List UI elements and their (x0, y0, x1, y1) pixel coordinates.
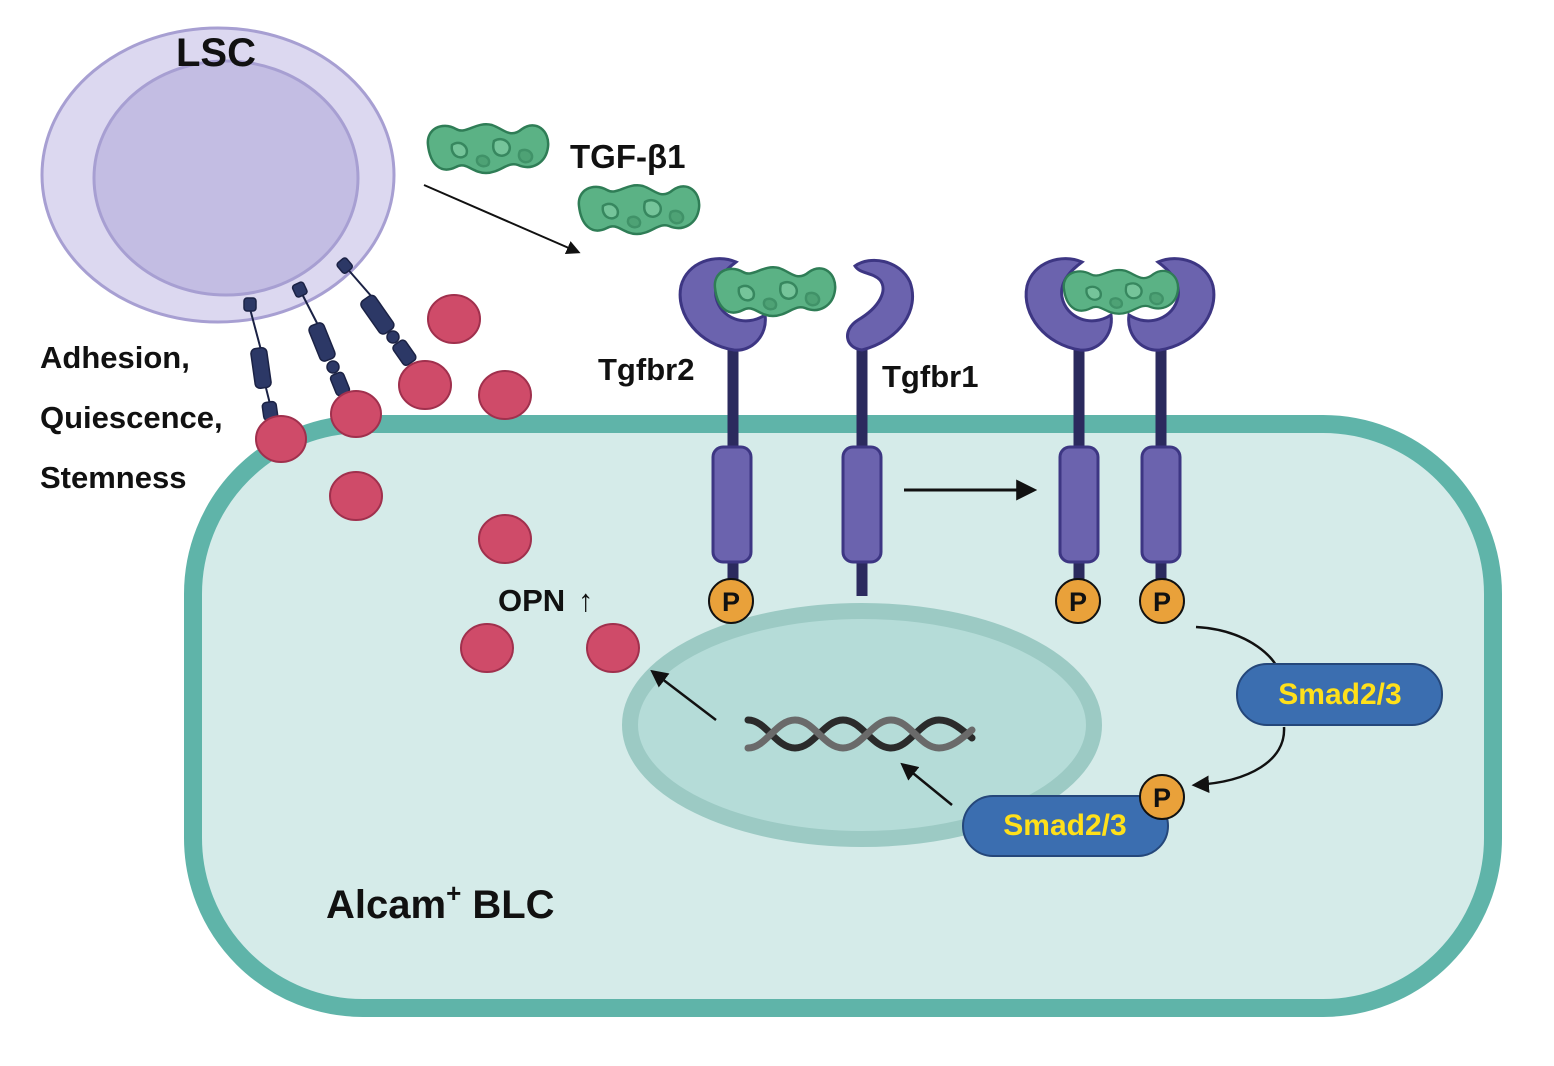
smad23-phosphorylated: Smad2/3 P (962, 774, 1185, 857)
opn-particle-icon (586, 623, 640, 673)
stemness-label: Stemness (40, 460, 186, 495)
tgfbr2-label: Tgfbr2 (598, 352, 694, 387)
alcam-label-sup: + (446, 878, 461, 908)
tgfbr2-receptor-right (1024, 257, 1113, 590)
lsc-cell (40, 26, 396, 324)
smad-phosphorylation-arrow (1191, 726, 1286, 793)
phosphate-icon: P (708, 578, 754, 624)
opn-particle-icon (460, 623, 514, 673)
tgf-label: TGF-β1 (570, 138, 685, 175)
smad-to-dna-arrow (900, 762, 953, 806)
opn-label: OPN (498, 583, 565, 618)
lsc-nucleus (92, 59, 360, 297)
lsc-label: LSC (176, 31, 256, 75)
adhesion-label: Adhesion, (40, 340, 190, 375)
opn-particle-icon (330, 390, 382, 438)
opn-particle-icon (398, 360, 452, 410)
smad-lower-label: Smad2/3 (1003, 809, 1126, 842)
secretion-arrow (423, 184, 581, 254)
smad23-cytoplasmic: Smad2/3 (1236, 663, 1443, 726)
phosphate-label: P (1069, 587, 1087, 617)
phosphate-icon: P (1055, 578, 1101, 624)
tgfbr1-label: Tgfbr1 (882, 359, 978, 394)
phosphate-icon (1139, 774, 1185, 820)
adhesion-molecule-tip (243, 297, 257, 312)
opn-particle-icon (478, 370, 532, 420)
phosphate-label: P (1153, 587, 1171, 617)
opn-particle-icon (478, 514, 532, 564)
alcam-blc-label: Alcam+ BLC (326, 878, 555, 927)
receptor-icon (846, 258, 915, 352)
tgf-ligand-free-2 (577, 184, 701, 236)
opn-particle-icon (427, 294, 481, 344)
dna-helix-icon (744, 716, 976, 752)
phosphate-label: P (1153, 783, 1171, 813)
opn-particles (255, 294, 640, 673)
dna-to-opn-arrow (650, 669, 717, 721)
phosphate-label: P (722, 587, 740, 617)
receptor-icon (1024, 257, 1113, 352)
opn-up-arrow: ↑ (578, 583, 594, 618)
receptor-icon (1127, 257, 1216, 352)
tgf-ligand-free-1 (426, 123, 550, 175)
tgfbr1-receptor-right (1127, 257, 1216, 590)
tgf-ligand-bound-left (713, 266, 837, 318)
phosphate-icon: P (1139, 578, 1185, 624)
smad-upper-label: Smad2/3 (1278, 678, 1401, 711)
quiescence-label: Quiescence, (40, 400, 223, 435)
alcam-label-main: Alcam (326, 883, 446, 927)
tgf-ligand-bound-right (1062, 268, 1180, 315)
opn-particle-icon (255, 415, 307, 463)
tgfbr1-receptor-left (841, 258, 915, 596)
alcam-label-rest: BLC (461, 883, 554, 927)
opn-particle-icon (329, 471, 383, 521)
